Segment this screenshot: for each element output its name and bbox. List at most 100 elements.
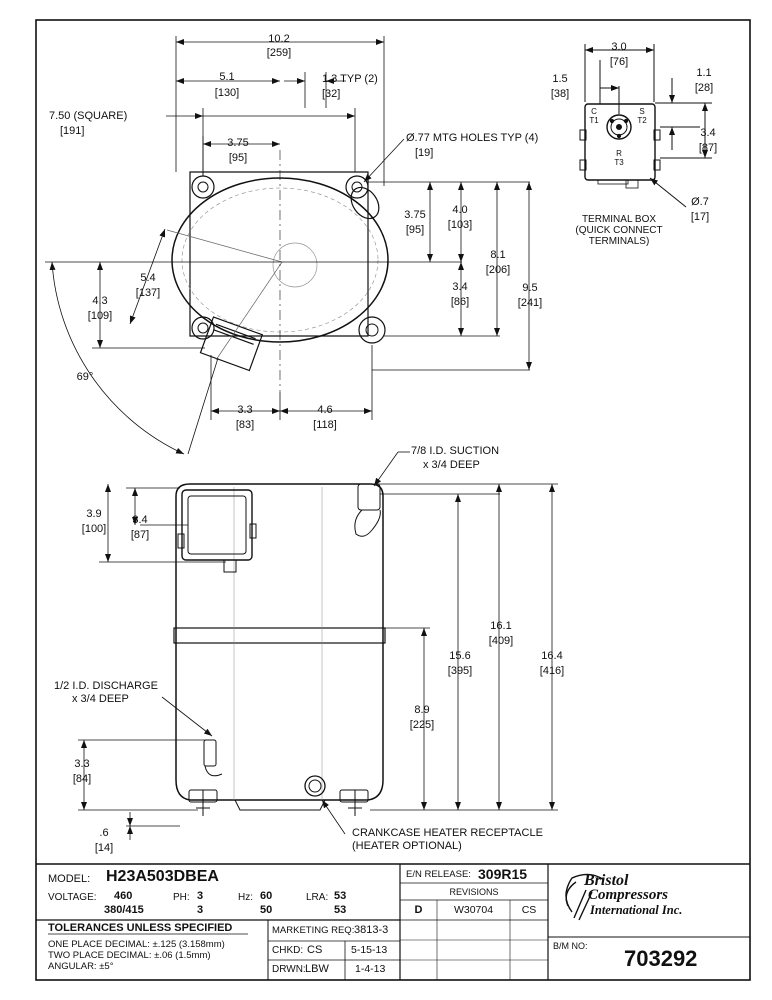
discharge-label-1: 1/2 I.D. DISCHARGE	[54, 680, 158, 692]
dim-1-3-typ: 1.3 TYP (2)	[322, 73, 378, 85]
terminal-t2: T2	[637, 116, 647, 125]
dim-5-4: 5.4	[140, 272, 156, 284]
model-number: H23A503DBEA	[106, 868, 219, 885]
tb-dim-1-1-mm: [28]	[694, 82, 714, 94]
suction-label-2: x 3/4 DEEP	[423, 459, 480, 471]
dim-3-9-mm: [100]	[81, 523, 107, 535]
dim-5-1-mm: [130]	[214, 87, 240, 99]
hz-2: 50	[260, 904, 273, 916]
mtg-holes-note-mm: [19]	[415, 147, 434, 159]
dim-4-0-mm: [103]	[447, 219, 473, 231]
tb-dim-1-5: 1.5	[552, 73, 568, 85]
logo-line-2: Compressors	[588, 887, 669, 903]
en-release-value: 309R15	[478, 866, 528, 882]
logo-line-1: Bristol	[584, 872, 629, 889]
dim-3-75-right: 3.75	[404, 209, 426, 221]
dim-10-2: 10.2	[268, 33, 290, 45]
mtg-holes-note: Ø.77 MTG HOLES TYP (4)	[406, 132, 539, 144]
revision-by: CS	[521, 904, 537, 916]
dim-3-3-side: 3.3	[74, 758, 90, 770]
dim-8-9: 8.9	[414, 704, 430, 716]
revision-letter: D	[414, 904, 423, 916]
dim-5-1: 5.1	[219, 71, 235, 83]
dim-15-6: 15.6	[449, 650, 471, 662]
dim-4-3: 4.3	[92, 295, 108, 307]
dim-7-50-square: 7.50 (SQUARE)	[49, 110, 128, 122]
chkd-date: 5-15-13	[351, 944, 388, 956]
dim-8-1: 8.1	[490, 249, 506, 261]
voltage-2: 380/415	[104, 904, 144, 916]
top-view-dimensions	[49, 36, 532, 455]
bm-number: 703292	[624, 946, 698, 971]
chkd-label: CHKD:	[272, 945, 304, 956]
lra-1: 53	[334, 890, 347, 902]
discharge-label-2: x 3/4 DEEP	[72, 693, 129, 705]
terminal-box-caption-3: TERMINALS)	[588, 236, 650, 247]
dim-16-1-mm: [409]	[488, 635, 514, 647]
side-view	[173, 483, 386, 816]
tb-dim-3-4-mm: [87]	[698, 142, 718, 154]
en-release-label: E/N RELEASE:	[406, 869, 471, 880]
dim-16-4: 16.4	[541, 650, 563, 662]
tolerance-angular: ANGULAR: ±5°	[48, 961, 114, 972]
tb-dim-1-5-mm: [38]	[550, 88, 570, 100]
ph-1: 3	[197, 890, 204, 902]
tb-dim-3-4: 3.4	[700, 127, 716, 139]
tolerance-two-place: TWO PLACE DECIMAL: ±.06 (1.5mm)	[48, 950, 211, 961]
hz-label: Hz:	[238, 892, 253, 903]
terminal-r: R	[616, 149, 622, 158]
dim-4-6-mm: [118]	[313, 419, 337, 431]
dim-16-4-mm: [416]	[539, 665, 565, 677]
top-view	[45, 150, 462, 392]
dim-5-4-mm: [137]	[135, 287, 161, 299]
dim-3-4-top-mm: [86]	[450, 296, 470, 308]
dim-3-75-top-mm: [95]	[228, 152, 248, 164]
side-view-dimensions	[78, 451, 558, 840]
voltage-1: 460	[114, 890, 133, 902]
dim-4-6: 4.6	[317, 404, 333, 416]
dim-0-6-mm: [14]	[94, 842, 114, 854]
terminal-box-drawing	[579, 44, 712, 208]
heater-label-1: CRANKCASE HEATER RECEPTACLE	[352, 827, 543, 839]
dim-4-3-mm: [109]	[87, 310, 113, 322]
dim-7-50-square-mm: [191]	[60, 125, 85, 137]
sheet-border	[35, 19, 751, 981]
chkd-value: CS	[307, 944, 323, 956]
drwn-label: DRWN:	[272, 964, 306, 975]
lra-label: LRA:	[306, 892, 329, 903]
terminal-box-caption-2: (QUICK CONNECT	[575, 225, 663, 236]
revisions-label: REVISIONS	[449, 887, 499, 897]
dim-8-1-mm: [206]	[485, 264, 511, 276]
tb-dim-dia: Ø.7	[691, 196, 709, 208]
dim-3-3-top: 3.3	[237, 404, 253, 416]
revision-number: W30704	[453, 904, 494, 916]
dim-69-degree: 69°	[76, 371, 94, 383]
marketing-label: MARKETING REQ:	[272, 925, 355, 936]
voltage-label: VOLTAGE:	[48, 892, 97, 903]
terminal-t1: T1	[589, 116, 599, 125]
terminal-t3: T3	[614, 158, 624, 167]
dim-3-4-top: 3.4	[452, 281, 468, 293]
tolerance-one-place: ONE PLACE DECIMAL: ±.125 (3.158mm)	[48, 939, 225, 950]
dim-3-4-side: 3.4	[132, 514, 148, 526]
dim-3-4-side-mm: [87]	[130, 529, 150, 541]
dim-3-75-right-mm: [95]	[405, 224, 425, 236]
tb-dim-3-0: 3.0	[611, 41, 627, 53]
tb-dim-1-1: 1.1	[696, 67, 712, 79]
tb-dim-3-0-mm: [76]	[609, 56, 629, 68]
dim-3-3-side-mm: [84]	[72, 773, 92, 785]
dim-9-5: 9.5	[522, 282, 538, 294]
suction-label-1: 7/8 I.D. SUCTION	[411, 445, 500, 457]
terminal-box-caption-1: TERMINAL BOX	[581, 214, 657, 225]
dim-4-0: 4.0	[452, 204, 468, 216]
heater-label-2: (HEATER OPTIONAL)	[352, 840, 462, 852]
drwn-value: LBW	[305, 963, 329, 975]
title-block-frame	[36, 863, 750, 980]
dim-1-3-typ-mm: [32]	[322, 88, 341, 100]
dim-10-2-mm: [259]	[266, 47, 292, 59]
bm-label: B/M NO:	[553, 941, 588, 951]
dim-16-1: 16.1	[490, 620, 512, 632]
dim-9-5-mm: [241]	[517, 297, 543, 309]
ph-label: PH:	[173, 892, 190, 903]
